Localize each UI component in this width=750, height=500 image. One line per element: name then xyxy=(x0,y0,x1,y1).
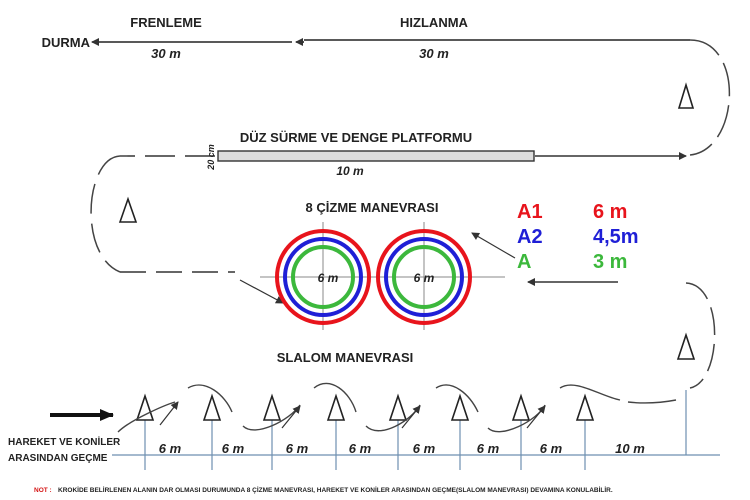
slalom-route xyxy=(117,382,677,433)
right-curve xyxy=(685,282,716,389)
note-prefix: NOT : xyxy=(34,487,52,494)
slalom-direction-arrow xyxy=(526,405,546,429)
platform-length-label: 10 m xyxy=(336,164,364,178)
slalom-distance-label: 6 m xyxy=(477,441,500,456)
slalom-area: SLALOM MANEVRASI HAREKET VE KONİLER ARAS… xyxy=(8,350,720,470)
platform-width-label: 20 cm xyxy=(206,144,216,171)
cone-icon xyxy=(135,393,155,421)
figure8-right-diameter: 6 m xyxy=(414,271,435,285)
braking-label: FRENLEME xyxy=(130,15,202,30)
slalom-distance-label: 6 m xyxy=(349,441,372,456)
start-label-line1: HAREKET VE KONİLER xyxy=(8,435,121,448)
figure8-area: 8 ÇİZME MANEVRASI 6 m 6 m xyxy=(260,200,618,330)
cone-icon xyxy=(676,332,696,360)
legend: A1 6 m A2 4,5m A 3 m xyxy=(517,201,639,273)
cone-icon xyxy=(118,196,138,223)
slalom-direction-arrow xyxy=(159,401,179,426)
figure8-left-a1-ring xyxy=(275,229,371,325)
acceleration-label: HIZLANMA xyxy=(400,15,468,30)
cone-icon xyxy=(202,393,222,421)
slalom-distance-label: 6 m xyxy=(159,441,182,456)
top-track: DURMA FRENLEME HIZLANMA 30 m 30 m xyxy=(42,15,731,156)
left-curve xyxy=(90,155,121,273)
cone-icon xyxy=(262,393,282,421)
figure8-right-a2-ring xyxy=(384,237,464,317)
slalom-distance-label: 6 m xyxy=(222,441,245,456)
figure8-title: 8 ÇİZME MANEVRASI xyxy=(306,200,439,215)
figure8-right-a-ring xyxy=(392,245,456,309)
figure8-left-a2-ring xyxy=(283,237,363,317)
start-label-line2: ARASINDAN GEÇME xyxy=(8,453,108,464)
legend-a1-value: 6 m xyxy=(593,201,627,223)
figure8-left-a-ring xyxy=(291,245,355,309)
acceleration-distance: 30 m xyxy=(419,46,449,61)
legend-a2-value: 4,5m xyxy=(593,226,639,248)
cone-icon xyxy=(450,393,470,421)
figure8-right-a1-ring xyxy=(376,229,472,325)
slalom-title: SLALOM MANEVRASI xyxy=(277,350,414,365)
slalom-distance-label: 10 m xyxy=(615,441,645,456)
legend-a-value: 3 m xyxy=(593,251,627,273)
slalom-distance-label: 6 m xyxy=(540,441,563,456)
cone-icon xyxy=(388,393,408,421)
legend-a1-class: A1 xyxy=(517,201,543,223)
slalom-distance-label: 6 m xyxy=(413,441,436,456)
braking-distance: 30 m xyxy=(151,46,181,61)
legend-a2-class: A2 xyxy=(517,226,543,248)
cone-icon xyxy=(326,393,346,421)
slalom-direction-arrow xyxy=(281,405,301,429)
top-right-curve xyxy=(689,39,731,156)
balance-platform xyxy=(217,150,535,162)
note-text: KROKİDE BELİRLENEN ALANIN DAR OLMASI DUR… xyxy=(58,486,613,494)
cone-icon xyxy=(511,393,531,421)
stop-label: DURMA xyxy=(42,35,91,50)
figure8-left-diameter: 6 m xyxy=(318,271,339,285)
cone-icon xyxy=(677,82,695,109)
footnote: NOT : KROKİDE BELİRLENEN ALANIN DAR OLMA… xyxy=(34,486,613,494)
slalom-distance-label: 6 m xyxy=(286,441,309,456)
legend-a-class: A xyxy=(517,251,531,273)
slalom-direction-arrow xyxy=(401,405,421,429)
platform-row: DÜZ SÜRME VE DENGE PLATFORMU 20 cm 10 m xyxy=(90,130,687,304)
platform-title: DÜZ SÜRME VE DENGE PLATFORMU xyxy=(240,130,472,145)
cone-icon xyxy=(575,393,595,421)
